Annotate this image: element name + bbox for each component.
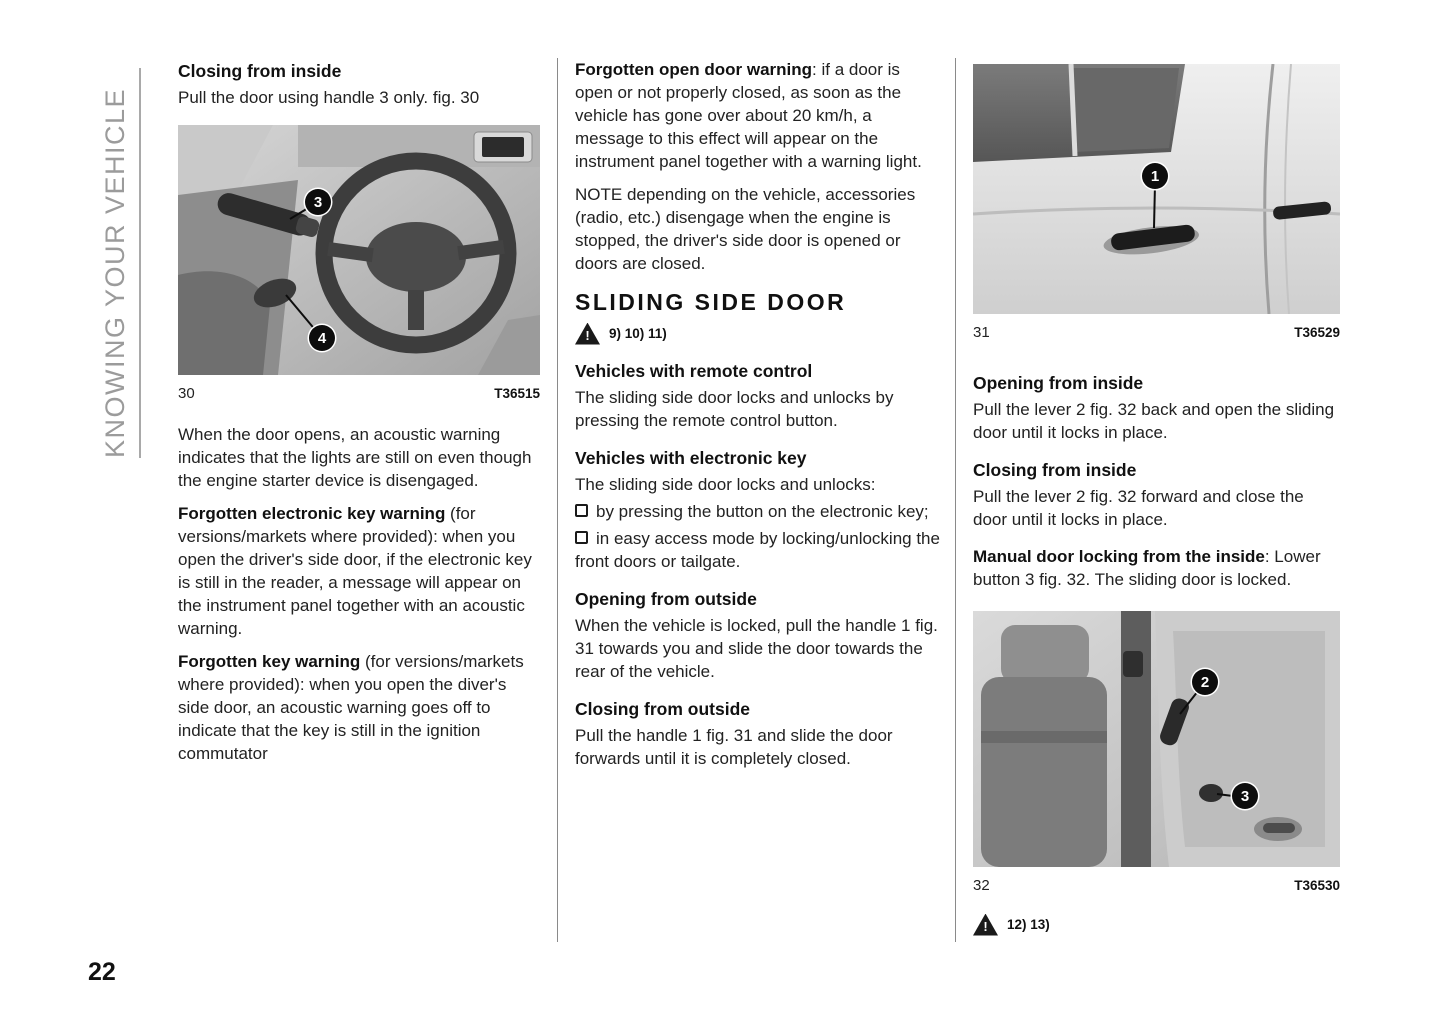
column-divider	[955, 58, 956, 942]
heading-closing-from-inside-2: Closing from inside	[973, 460, 1137, 480]
square-bullet-icon	[575, 531, 588, 544]
fig32-caption: 32 T36530	[973, 874, 1340, 897]
fig30-callout-4: 4	[309, 325, 335, 351]
square-bullet-icon	[575, 504, 588, 517]
inline-text: (for versions/markets where provided): w…	[178, 504, 532, 638]
heading-closing-from-inside: Closing from inside	[178, 61, 342, 81]
warning-triangle-icon: !	[973, 913, 998, 936]
column-left: Closing from inside Pull the door using …	[178, 58, 540, 775]
fig32-callout-3: 3	[1232, 783, 1258, 809]
paragraph: The sliding side door locks and unlocks:	[575, 475, 876, 494]
paragraph: Pull the door using handle 3 only. fig. …	[178, 88, 480, 107]
figure-30: 3 4 30 T36515	[178, 125, 540, 405]
column-right: 1 31 T36529 Opening from inside Pull the…	[973, 58, 1340, 948]
fig31-number: 31	[973, 324, 990, 341]
figure-32: 2 3 32 T36530	[973, 611, 1340, 897]
paragraph: NOTE depending on the vehicle, accessori…	[575, 185, 916, 273]
fig30-number: 30	[178, 385, 195, 402]
fig32-illustration-sliding-door-interior	[973, 611, 1340, 867]
page-number: 22	[88, 958, 116, 986]
fig30-code: T36515	[494, 386, 540, 401]
fig32-code: T36530	[1294, 878, 1340, 893]
fig30-callout-3: 3	[305, 189, 331, 215]
paragraph: Pull the lever 2 fig. 32 forward and clo…	[973, 487, 1304, 529]
inline-heading: Forgotten key warning	[178, 652, 361, 671]
bullet-text: in easy access mode by locking/unlocking…	[575, 529, 940, 571]
paragraph: When the door opens, an acoustic warning…	[178, 425, 532, 490]
fig31-callout-1: 1	[1142, 163, 1168, 189]
heading-opening-from-outside: Opening from outside	[575, 589, 757, 609]
paragraph: The sliding side door locks and unlocks …	[575, 388, 894, 430]
paragraph: Manual door locking from the inside: Low…	[973, 545, 1340, 591]
warning-refs: 12) 13)	[1007, 917, 1050, 932]
paragraph: Pull the handle 1 fig. 31 and slide the …	[575, 726, 893, 768]
fig30-illustration-interior-door-steering	[178, 125, 540, 375]
figure-31: 1 31 T36529	[973, 64, 1340, 344]
chapter-title-vertical: KNOWING YOUR VEHICLE	[100, 87, 130, 458]
fig31-code: T36529	[1294, 325, 1340, 340]
list-item: in easy access mode by locking/unlocking…	[575, 527, 940, 573]
heading-vehicles-electronic-key: Vehicles with electronic key	[575, 448, 807, 468]
paragraph: When the vehicle is locked, pull the han…	[575, 616, 938, 681]
sidebar-rule	[139, 68, 141, 458]
bullet-text: by pressing the button on the electronic…	[596, 502, 929, 521]
warning-refs: 9) 10) 11)	[609, 326, 667, 341]
paragraph: Forgotten open door warning: if a door i…	[575, 58, 940, 173]
inline-heading: Forgotten electronic key warning	[178, 504, 446, 523]
fig31-illustration-sliding-door-exterior	[973, 64, 1340, 314]
inline-heading: Forgotten open door warning	[575, 60, 813, 79]
inline-text: : Lower button 3 fig. 32. The sliding do…	[973, 547, 1321, 589]
paragraph: Forgotten electronic key warning (for ve…	[178, 502, 540, 640]
column-middle: Forgotten open door warning: if a door i…	[575, 58, 940, 780]
inline-heading: Manual door locking from the inside	[973, 547, 1265, 566]
paragraph: Pull the lever 2 fig. 32 back and open t…	[973, 400, 1335, 442]
fig32-number: 32	[973, 877, 990, 894]
heading-closing-from-outside: Closing from outside	[575, 699, 750, 719]
heading-opening-from-inside: Opening from inside	[973, 373, 1144, 393]
warning-reference-row: ! 12) 13)	[973, 913, 1340, 936]
section-heading-sliding-side-door: SLIDING SIDE DOOR	[575, 289, 847, 315]
warning-triangle-icon: !	[575, 322, 600, 345]
fig31-caption: 31 T36529	[973, 321, 1340, 344]
warning-reference-row: ! 9) 10) 11)	[575, 322, 940, 345]
inline-text: : if a door is open or not properly clos…	[575, 60, 922, 171]
column-divider	[557, 58, 558, 942]
list-item: by pressing the button on the electronic…	[575, 500, 940, 523]
heading-vehicles-remote-control: Vehicles with remote control	[575, 361, 813, 381]
inline-text: (for versions/markets where provided): w…	[178, 652, 524, 763]
fig30-caption: 30 T36515	[178, 382, 540, 405]
paragraph: Forgotten key warning (for versions/mark…	[178, 650, 540, 765]
fig32-callout-2: 2	[1192, 669, 1218, 695]
